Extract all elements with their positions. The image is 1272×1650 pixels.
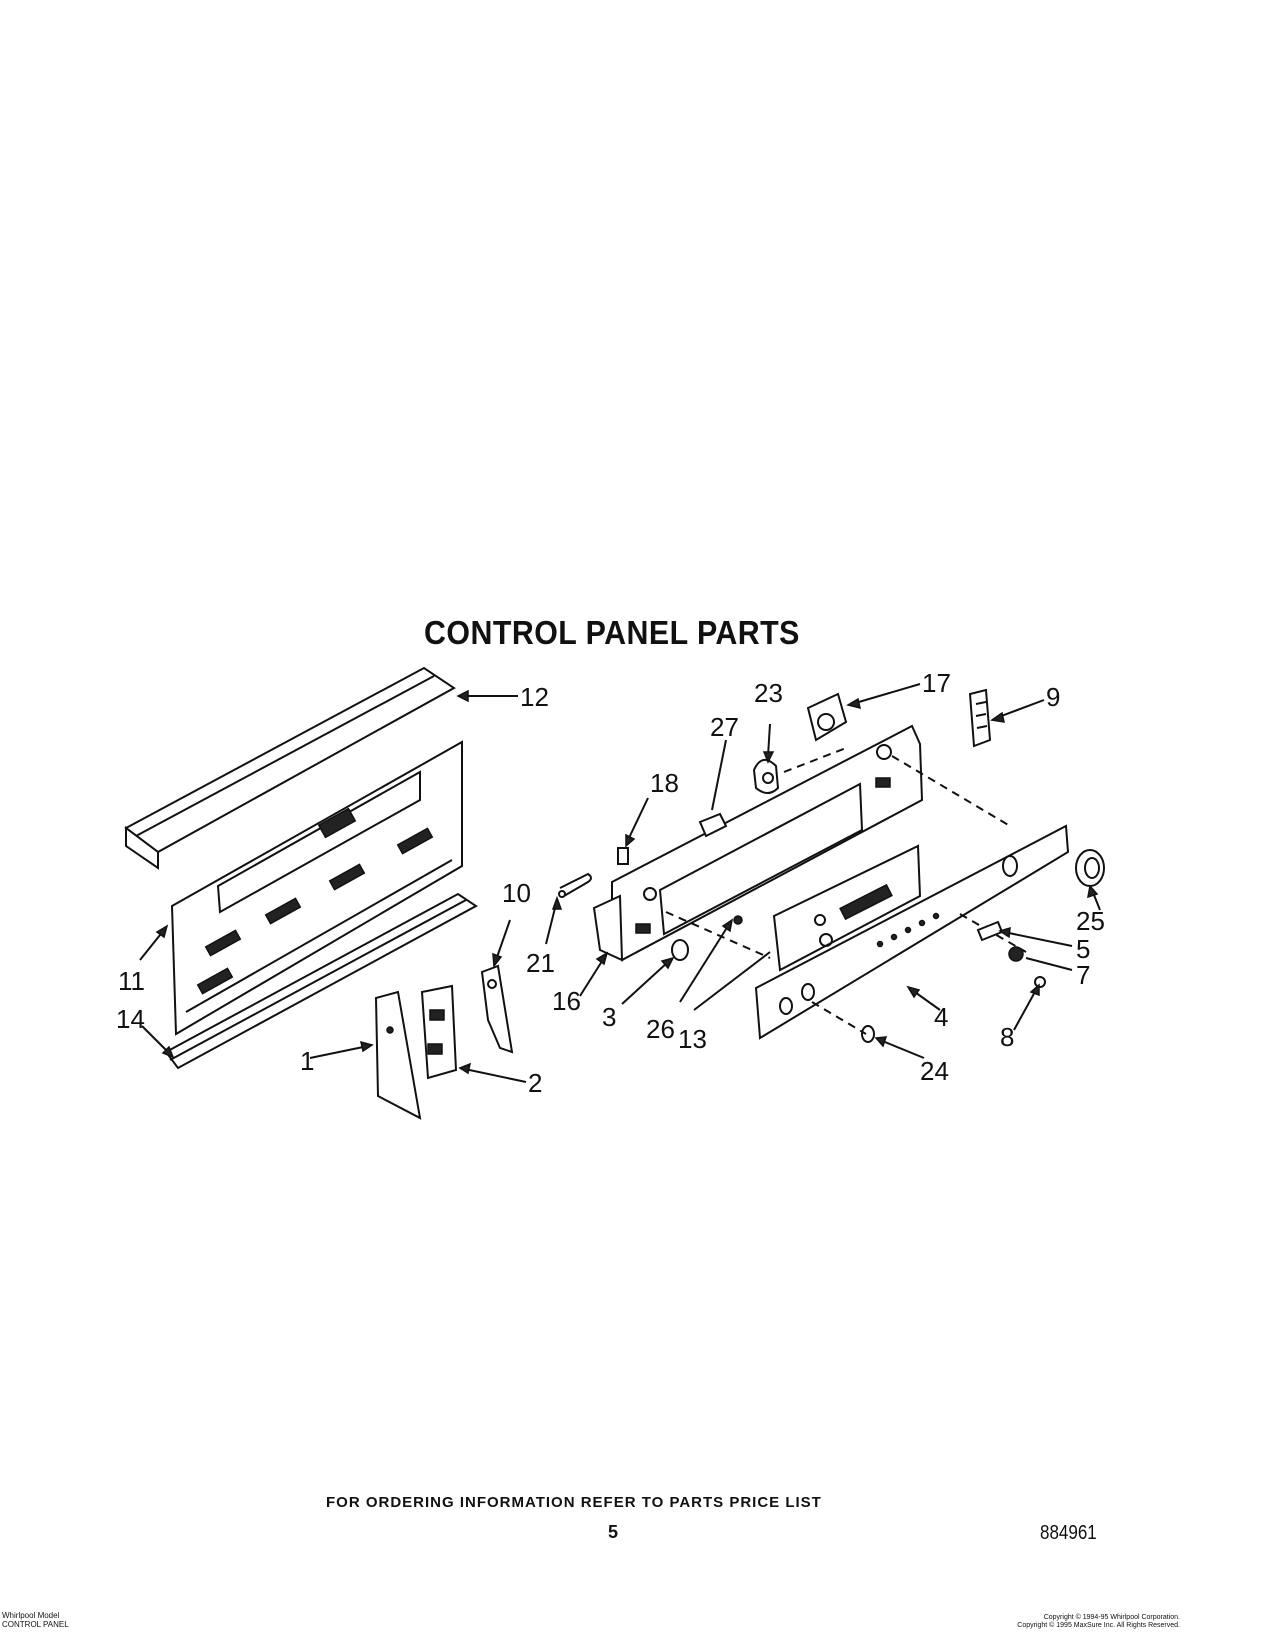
part-24-insert xyxy=(861,1025,875,1043)
document-number: 884961 xyxy=(1040,1522,1097,1544)
leader-14 xyxy=(141,1025,171,1055)
callout-8: 8 xyxy=(1000,1022,1014,1052)
ordering-information-note: FOR ORDERING INFORMATION REFER TO PARTS … xyxy=(326,1494,822,1511)
arrowhead-11 xyxy=(155,924,169,939)
callout-16: 16 xyxy=(552,986,581,1016)
part-16-control-housing xyxy=(592,724,924,962)
part-10-side-bracket xyxy=(480,964,514,1054)
arrowhead-23 xyxy=(762,751,775,764)
leader-27 xyxy=(711,739,727,811)
part-26-screw xyxy=(733,915,743,925)
part-11-backguard-panel xyxy=(170,740,463,1036)
part-8-screw xyxy=(1034,976,1046,988)
arrowhead-18 xyxy=(625,833,636,848)
callout-3: 3 xyxy=(602,1002,616,1032)
callout-13: 13 xyxy=(678,1024,707,1054)
arrowhead-12 xyxy=(456,689,469,703)
part-9-switch xyxy=(968,688,992,748)
arrowhead-4 xyxy=(906,985,921,999)
part-2-end-cap xyxy=(420,984,458,1080)
alignment-line-5 xyxy=(783,747,847,773)
leader-9 xyxy=(995,699,1045,719)
arrowhead-16 xyxy=(595,951,609,966)
part-14-bottom-trim xyxy=(164,892,478,1070)
alignment-line-3 xyxy=(959,913,1027,953)
copyright-line-1: Copyright © 1994-95 Whirlpool Corporatio… xyxy=(1043,1614,1180,1621)
leader-24 xyxy=(879,1039,925,1059)
leader-1 xyxy=(309,1045,369,1059)
copyright-line-2: Copyright © 1995 MaxSure Inc. All Rights… xyxy=(1017,1622,1180,1629)
alignment-line-1 xyxy=(665,911,771,959)
callout-12: 12 xyxy=(520,682,549,712)
callout-18: 18 xyxy=(650,768,679,798)
part-12-top-trim xyxy=(124,666,456,870)
callout-21: 21 xyxy=(526,948,555,978)
alignment-line-4 xyxy=(811,1001,867,1035)
diagram-title: CONTROL PANEL PARTS xyxy=(424,614,800,651)
callout-17: 17 xyxy=(922,668,951,698)
leader-16 xyxy=(579,957,605,997)
callout-10: 10 xyxy=(502,878,531,908)
callout-5: 5 xyxy=(1076,934,1090,964)
callout-11: 11 xyxy=(118,966,145,996)
leader-26 xyxy=(679,925,729,1003)
callout-27: 27 xyxy=(710,712,739,742)
leader-23 xyxy=(767,723,771,757)
part-23-infinite-switch xyxy=(752,759,780,794)
part-21-terminal xyxy=(558,872,592,898)
part-4-front-panel xyxy=(754,824,1070,1040)
leader-3 xyxy=(621,961,669,1005)
callout-7: 7 xyxy=(1076,960,1090,990)
callout-1: 1 xyxy=(300,1046,314,1076)
leader-10 xyxy=(495,919,511,961)
arrowhead-14 xyxy=(161,1045,175,1059)
leader-7 xyxy=(1025,957,1073,971)
leader-13 xyxy=(693,951,771,1011)
callout-23: 23 xyxy=(754,678,783,708)
arrowhead-21 xyxy=(551,895,563,910)
part-18-bracket xyxy=(617,847,629,865)
part-1-end-bracket xyxy=(374,990,422,1120)
copyright-notice: Copyright © 1994-95 Whirlpool Corporatio… xyxy=(1017,1614,1180,1630)
arrowhead-24 xyxy=(874,1036,888,1048)
part-13-circuit-board xyxy=(772,844,922,972)
leader-5 xyxy=(1003,931,1073,947)
arrowhead-9 xyxy=(990,711,1005,723)
model-note-line-2: CONTROL PANEL xyxy=(2,1620,69,1629)
arrowhead-1 xyxy=(359,1040,374,1053)
arrowhead-26 xyxy=(721,918,734,933)
part-5-actuator xyxy=(976,920,1004,942)
part-17-timer xyxy=(806,692,848,742)
part-3-knob xyxy=(671,939,689,961)
leader-2 xyxy=(459,1067,527,1083)
callout-9: 9 xyxy=(1046,682,1060,712)
callout-24: 24 xyxy=(920,1056,949,1086)
arrowhead-5 xyxy=(998,926,1011,939)
callout-26: 26 xyxy=(646,1014,675,1044)
model-note-line-1: Whirlpool Model xyxy=(2,1611,60,1620)
arrowhead-8 xyxy=(1029,983,1040,997)
arrowhead-2 xyxy=(458,1062,472,1075)
arrowhead-3 xyxy=(660,956,675,970)
arrowhead-25 xyxy=(1087,884,1099,899)
callout-2: 2 xyxy=(528,1068,542,1098)
part-27-clip xyxy=(698,812,728,838)
part-25-knob xyxy=(1075,849,1105,887)
alignment-line-2 xyxy=(891,755,1011,827)
page-number: 5 xyxy=(608,1522,619,1542)
callout-25: 25 xyxy=(1076,906,1105,936)
model-note: Whirlpool Model CONTROL PANEL xyxy=(2,1611,69,1629)
leader-18 xyxy=(627,797,649,841)
part-7-washer xyxy=(1008,946,1024,962)
arrowhead-17 xyxy=(846,697,861,710)
arrowhead-10 xyxy=(492,952,503,968)
leader-8 xyxy=(1013,989,1037,1031)
callout-4: 4 xyxy=(934,1002,948,1032)
leader-17 xyxy=(851,683,921,705)
callout-14: 14 xyxy=(116,1004,145,1034)
leader-21 xyxy=(545,903,557,945)
